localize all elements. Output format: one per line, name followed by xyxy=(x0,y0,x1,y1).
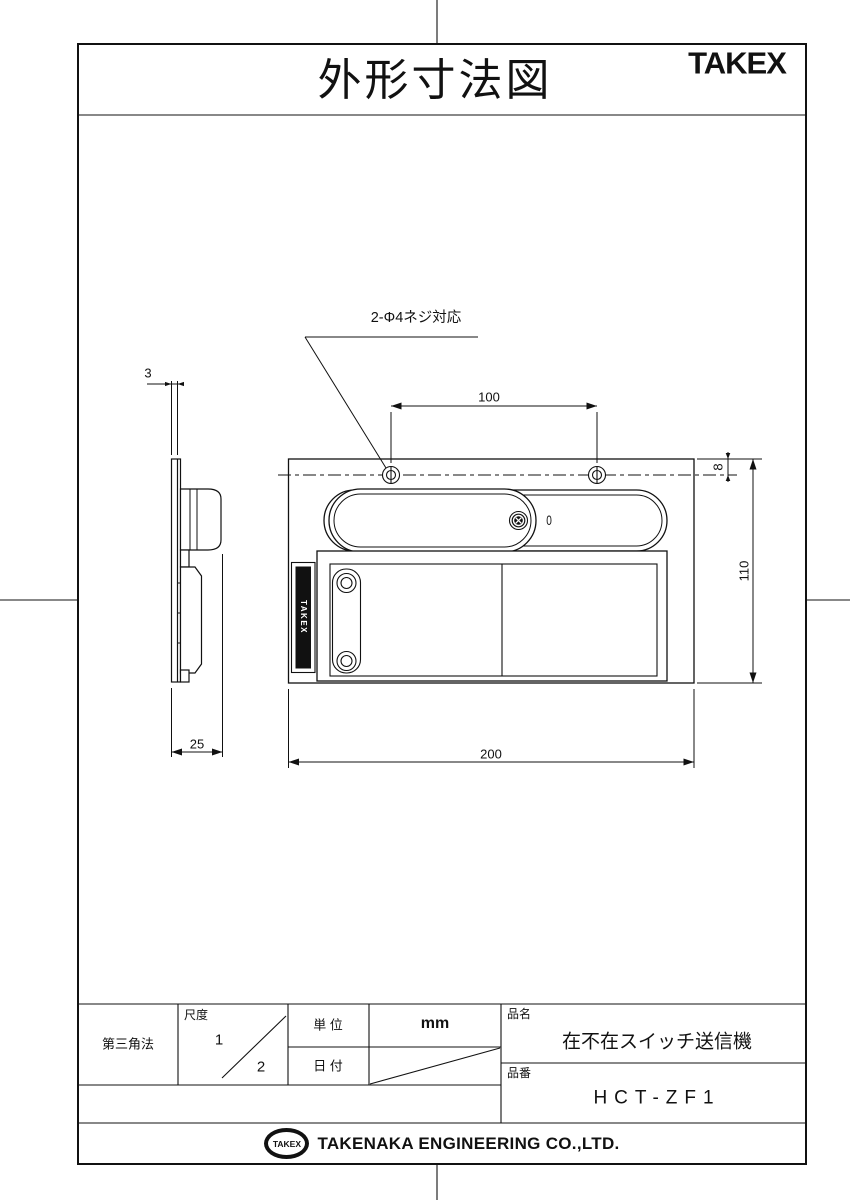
dim-plate-thickness xyxy=(147,381,184,455)
footer-band: TAKEX TAKENAKA ENGINEERING CO.,LTD. xyxy=(78,1123,806,1164)
footer-logo-text: TAKEX xyxy=(272,1138,302,1149)
sheet-frame xyxy=(77,43,807,1165)
dim-overall-width xyxy=(288,689,695,768)
unit-value: mm xyxy=(420,1015,450,1032)
scale-numerator: 1 xyxy=(214,1031,224,1049)
scale-label: 尺度 xyxy=(184,1008,209,1022)
projection-method: 第三角法 xyxy=(101,1036,155,1052)
unit-label: 単 位 xyxy=(313,1017,343,1033)
side-knob xyxy=(179,488,222,551)
lower-compartment xyxy=(316,550,668,682)
dim-text-hole-pitch: 100 xyxy=(478,389,500,405)
mount-hole-right xyxy=(587,465,607,485)
product-number-label: 品番 xyxy=(507,1066,532,1080)
leader-screw-note xyxy=(304,336,478,469)
scale-denominator: 2 xyxy=(256,1058,266,1076)
door-screw-bottom xyxy=(336,650,357,672)
knob-screw xyxy=(508,510,529,531)
dim-text-depth: 25 xyxy=(189,736,205,752)
page-title: 外形寸法図 xyxy=(317,56,553,105)
compartment-door xyxy=(329,563,658,677)
scale-diagonal xyxy=(221,1015,287,1079)
indicator-zero: 0 xyxy=(546,512,552,528)
screw-strip xyxy=(331,568,362,674)
brand-label-plate xyxy=(290,561,316,674)
front-view xyxy=(278,458,737,684)
brand-logo: TAKEX xyxy=(688,45,787,81)
side-view xyxy=(170,458,222,683)
dim-overall-height xyxy=(697,459,762,684)
title-block-grid xyxy=(78,1003,806,1124)
date-label: 日 付 xyxy=(313,1058,343,1074)
side-plate xyxy=(170,458,182,683)
dim-text-plate-thickness: 3 xyxy=(144,365,152,381)
side-lower-panel xyxy=(179,566,203,674)
dim-hole-offset xyxy=(697,452,762,482)
mount-hole-left xyxy=(381,465,401,485)
product-name-value: 在不在スイッチ送信機 xyxy=(561,1031,753,1053)
dim-text-hole-offset: 8 xyxy=(710,463,726,471)
dim-text-overall-height: 110 xyxy=(736,560,752,582)
dim-text-overall-width: 200 xyxy=(480,746,502,762)
footer-takex-logo: TAKEX xyxy=(264,1128,310,1159)
door-screw-top xyxy=(336,572,357,594)
slide-knob xyxy=(328,488,537,553)
date-diagonal xyxy=(369,1047,501,1085)
product-name-label: 品名 xyxy=(507,1007,532,1021)
device-brand-label: TAKEX xyxy=(299,599,308,635)
company-name: TAKENAKA ENGINEERING CO.,LTD. xyxy=(317,1133,620,1153)
leader-note-text: 2-Φ4ネジ対応 xyxy=(370,309,462,326)
dim-hole-pitch xyxy=(390,402,598,463)
product-number-value: HCT-ZF1 xyxy=(593,1087,721,1109)
dim-depth xyxy=(171,554,223,757)
